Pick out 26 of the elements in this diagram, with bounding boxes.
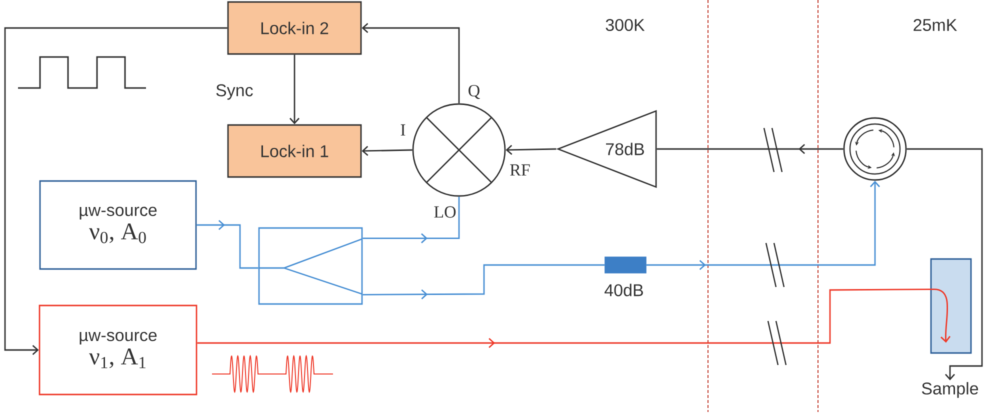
lock-in-box: Lock-in 1 [227, 124, 362, 178]
arrow [289, 54, 300, 124]
splitter-box [258, 227, 363, 305]
temperature-label: 300K [606, 18, 645, 32]
arrow [506, 144, 556, 155]
attenuator [604, 256, 646, 274]
arrow [4, 27, 228, 356]
value-label: 40dB [604, 284, 643, 296]
arrow [362, 22, 460, 104]
arrow [906, 148, 983, 380]
port-label: Q [468, 84, 480, 99]
circulator-symbol [843, 117, 907, 181]
arrow [197, 288, 950, 348]
port-label: RF [510, 164, 530, 176]
lock-in-box: Lock-in 2 [227, 1, 362, 55]
port-label: LO [434, 206, 456, 218]
port-label: I [400, 124, 406, 136]
source-box: µw-source ν$_{0}$, A$_{0}$ [39, 180, 197, 270]
source-box: µw-source ν$_{1}$, A$_{1}$ [38, 304, 198, 396]
mixer-symbol [412, 103, 506, 197]
edge-label: Sync [214, 83, 254, 101]
temperature-label: 25mK [914, 18, 957, 32]
arrow [646, 180, 880, 270]
sample-holder [930, 258, 972, 354]
sample-label: Sample [922, 382, 978, 398]
arrow [362, 146, 412, 156]
